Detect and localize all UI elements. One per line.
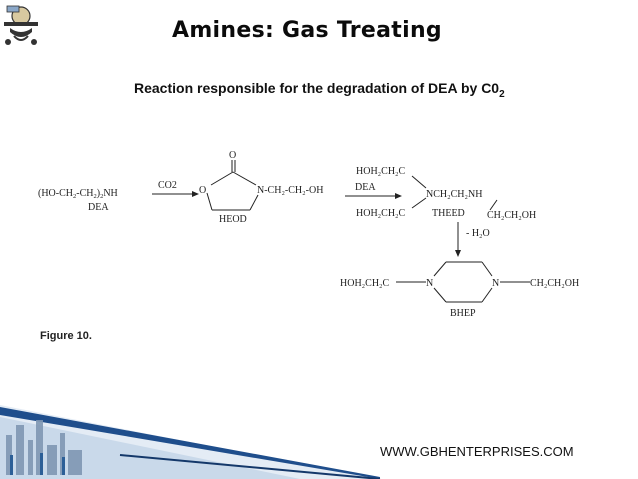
dea-reagent: DEA <box>355 182 376 193</box>
theed-side-bond <box>489 199 498 211</box>
heod-ring-oxygen: O <box>199 185 206 196</box>
theed-branch-bottom: HOH₂CH₂C <box>356 208 406 219</box>
theed-chain: NCH₂CH₂NH <box>426 189 482 200</box>
company-logo <box>2 2 40 48</box>
theed-bond-bottom <box>411 197 427 209</box>
arrow-head-2 <box>395 193 402 199</box>
footer-refinery-graphic <box>0 405 381 479</box>
website-url[interactable]: WWW.GBHENTERPRISES.COM <box>380 444 574 459</box>
bhep-n-right: N <box>492 278 499 289</box>
bhep-ring <box>433 261 493 303</box>
arrow-head-1 <box>192 191 199 197</box>
bhep-n-left: N <box>426 278 433 289</box>
bhep-left-chain: HOH₂CH₂C <box>340 278 390 289</box>
slide-title: Amines: Gas Treating <box>172 18 442 43</box>
figure-caption: Figure 10. <box>40 330 92 342</box>
reaction-diagram: (HO-CH2-CH2)2NH DEA CO2 O O N-CH₂-CH₂-OH… <box>38 150 579 319</box>
bhep-right-chain: CH₂CH₂OH <box>530 278 579 289</box>
bhep-label: BHEP <box>450 308 476 319</box>
heod-n-chain: N-CH₂-CH₂-OH <box>257 185 323 196</box>
water-loss: - H₂O <box>466 228 490 239</box>
dea-label: DEA <box>88 202 109 213</box>
dea-formula: (HO-CH2-CH2)2NH <box>38 188 118 200</box>
heod-label: HEOD <box>219 214 247 225</box>
heod-carbonyl-oxygen: O <box>229 150 236 161</box>
theed-branch-top: HOH₂CH₂C <box>356 166 406 177</box>
slide-subtitle: Reaction responsible for the degradation… <box>134 80 505 100</box>
subtitle-subscript: 2 <box>499 88 505 100</box>
co2-reagent: CO2 <box>158 180 177 191</box>
heod-structure <box>206 160 259 211</box>
theed-side-chain: CH₂CH₂OH <box>487 210 536 221</box>
theed-bond-top <box>411 175 427 189</box>
arrow-head-3 <box>455 250 461 257</box>
theed-label: THEED <box>432 208 465 219</box>
subtitle-text: Reaction responsible for the degradation… <box>134 80 500 96</box>
